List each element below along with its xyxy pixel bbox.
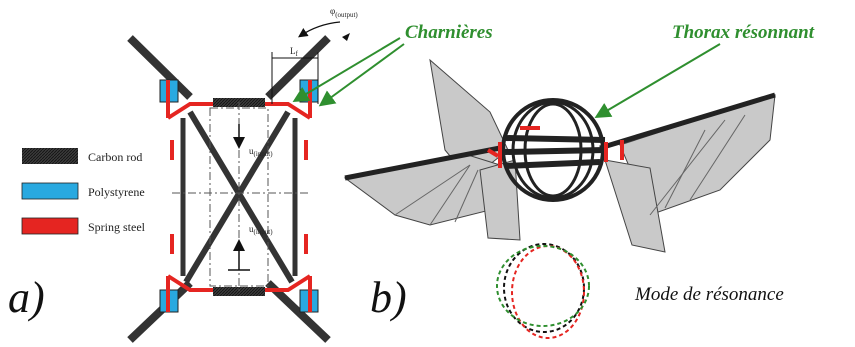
- panel-label-a: a): [8, 273, 45, 322]
- annotation-thorax: Thorax résonnant: [672, 22, 815, 43]
- legend-label-carbon: Carbon rod: [88, 150, 142, 164]
- legend-swatch-spring-steel: [21, 217, 79, 235]
- thorax-bars: [504, 135, 606, 169]
- length-label: Lf: [290, 46, 299, 58]
- u-input-top: u(input): [249, 146, 273, 158]
- mode-circle-green: [496, 245, 590, 327]
- legend-swatch-polystyrene: [21, 182, 79, 200]
- u-input-bottom: u(input): [249, 224, 273, 236]
- right-wing-spar: [599, 92, 776, 151]
- hinge-leader-lines: [292, 37, 405, 107]
- panel-b: Charnières Thorax résonnant Mode de réso…: [292, 22, 815, 339]
- resonance-mode: [496, 243, 590, 339]
- legend-label-polystyrene: Polystyrene: [88, 185, 145, 199]
- side-rods: [180, 118, 298, 276]
- mode-caption: Mode de résonance: [634, 284, 784, 305]
- phi-marker: [342, 33, 350, 41]
- thorax-leader-line: [594, 43, 721, 119]
- panel-a: u(input) u(input) φ(output) Lf Carbon ro…: [8, 6, 358, 343]
- phi-output-label: φ(output): [330, 6, 358, 19]
- legend-label-spring-steel: Spring steel: [88, 220, 146, 234]
- legend-swatch-carbon: [22, 148, 78, 164]
- centerlines: [172, 102, 308, 292]
- panel-label-b: b): [370, 273, 407, 322]
- left-wing-spar: [344, 145, 501, 181]
- annotation-hinges: Charnières: [405, 22, 493, 43]
- hinge-marks: [486, 126, 624, 168]
- legend: Carbon rod Polystyrene Spring steel: [21, 148, 146, 235]
- input-arrows: [228, 124, 250, 271]
- bottom-carbon-plate: [213, 287, 265, 296]
- phi-output-arrow: [298, 21, 341, 38]
- inner-carbon-rods: [183, 110, 295, 284]
- mode-circle-red: [511, 245, 585, 339]
- length-dimension: [271, 52, 319, 104]
